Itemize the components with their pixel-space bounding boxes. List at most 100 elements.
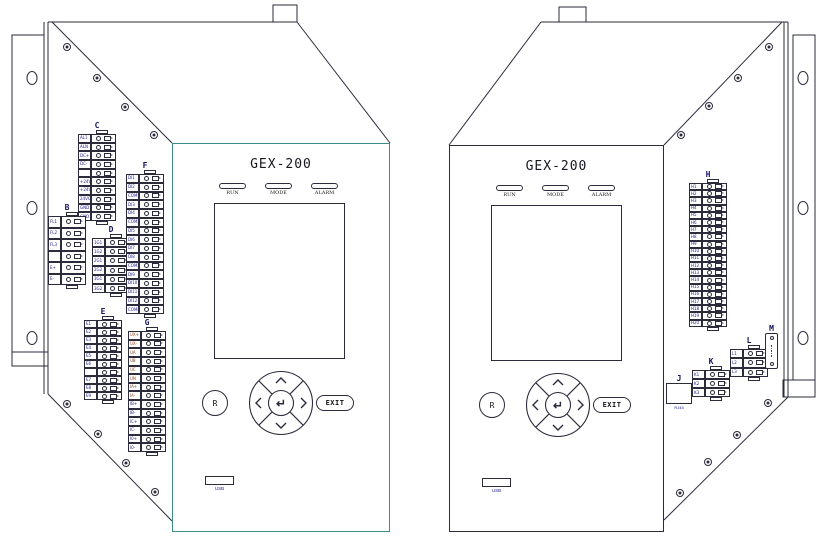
terminal (91, 177, 116, 187)
top-tab (558, 6, 587, 22)
terminal-label: E5 (84, 352, 97, 360)
connector-F: F DI1 DI2 COM1 DI3 DI4 COM2 (126, 161, 164, 318)
terminal (139, 182, 164, 192)
terminal-row: 3G2 (92, 283, 130, 294)
terminal-row: H8 (689, 233, 727, 241)
plug-tab (66, 285, 78, 289)
clamp-icon (104, 153, 114, 159)
screw-icon (101, 321, 107, 327)
terminal-label: I0- (128, 443, 141, 452)
terminal-row: DI3 (126, 200, 164, 209)
terminal (702, 269, 727, 277)
screw-icon (145, 445, 151, 451)
terminal (702, 190, 727, 198)
clamp-icon (715, 212, 725, 218)
connector-id: B (64, 203, 70, 212)
terminal-rows: UX+ UX- UA UB UC UN IA+ IA- (128, 331, 166, 452)
screw-icon (101, 377, 107, 383)
clamp-icon (74, 219, 84, 225)
terminal (702, 262, 727, 270)
screw-icon (101, 337, 107, 343)
plug-tab (707, 326, 719, 331)
screw-icon (145, 384, 151, 390)
screw-icon (143, 175, 149, 181)
terminal-row: IC+ (128, 417, 166, 427)
screw-icon (101, 393, 107, 399)
terminal (141, 339, 166, 349)
screw-icon (143, 245, 149, 251)
plug-tab (710, 397, 722, 401)
screw-icon (95, 153, 101, 159)
terminal-row: E- (48, 273, 86, 285)
terminal-label: COM4 (126, 305, 139, 314)
plug-tab (146, 327, 158, 331)
screw-icon (101, 353, 107, 359)
exit-button: EXIT (593, 397, 631, 413)
terminal-label: AL1 (78, 134, 91, 143)
clamp-icon (718, 372, 728, 377)
terminal (91, 142, 116, 152)
screw-icon (706, 184, 712, 190)
screw-icon (95, 196, 101, 202)
screw-icon (101, 345, 107, 351)
reset-button: R (479, 392, 505, 418)
terminal-row: H17 (689, 298, 727, 306)
connector-L: L L1 L2 L3 (730, 336, 768, 381)
clamp-icon (715, 241, 725, 247)
terminal-rows: E1 E2 E3 E4 E5 E6 E7 (84, 320, 122, 400)
terminal-row: UB (128, 356, 166, 366)
terminal-label: E8 (84, 384, 97, 392)
terminal-label: UN (128, 374, 141, 383)
screw-icon (109, 276, 115, 282)
plug-tab (96, 130, 108, 134)
clamp-icon (154, 419, 164, 425)
terminal (141, 331, 166, 340)
terminal-label: DI4 (126, 209, 139, 218)
screw-icon (143, 219, 149, 225)
clamp-icon (715, 299, 725, 305)
terminal-row: H2 (689, 190, 727, 198)
terminal (97, 336, 122, 344)
clamp-icon (104, 135, 114, 141)
connector-id: E (100, 307, 106, 316)
terminal (91, 160, 116, 169)
mount-slot-icon (797, 331, 809, 345)
terminal-row (78, 168, 116, 178)
enter-icon: ↵ (553, 399, 563, 413)
screw-icon (747, 351, 753, 357)
led-lamp-icon (542, 185, 569, 191)
clamp-icon (104, 161, 114, 167)
arrow-right-icon (577, 399, 584, 411)
terminal-row: DC+ (78, 151, 116, 161)
terminal-label: 2G1 (92, 256, 105, 266)
screw-icon (95, 135, 101, 141)
terminal-row: E6 (84, 360, 122, 368)
terminal (139, 279, 164, 288)
plug-tab (110, 234, 122, 238)
terminal (743, 367, 768, 377)
terminal-label: COM2 (126, 217, 139, 227)
terminal-label: DI10 (126, 279, 139, 288)
terminal-label: H18 (689, 305, 702, 313)
terminal-label: IA- (128, 391, 141, 401)
screw-icon (145, 436, 151, 442)
clamp-icon (718, 390, 728, 395)
terminal-label: DI1 (126, 174, 139, 183)
clamp-icon (110, 345, 120, 351)
clamp-icon (110, 393, 120, 399)
clamp-icon (152, 202, 162, 208)
screw-icons-right (676, 43, 773, 497)
rj45-port-icon (666, 383, 692, 404)
screw-icon (747, 369, 753, 375)
clamp-icon (74, 265, 84, 271)
terminal-label: DI5 (126, 226, 139, 236)
terminal-label: IC- (128, 426, 141, 435)
plug-tab (710, 366, 722, 370)
screw-icon (709, 381, 715, 386)
clamp-icon (715, 270, 725, 276)
terminal-row (84, 368, 122, 376)
screw-icon (143, 193, 149, 199)
usb-label: USB (214, 486, 225, 491)
terminal (105, 247, 130, 257)
terminal (91, 203, 116, 213)
